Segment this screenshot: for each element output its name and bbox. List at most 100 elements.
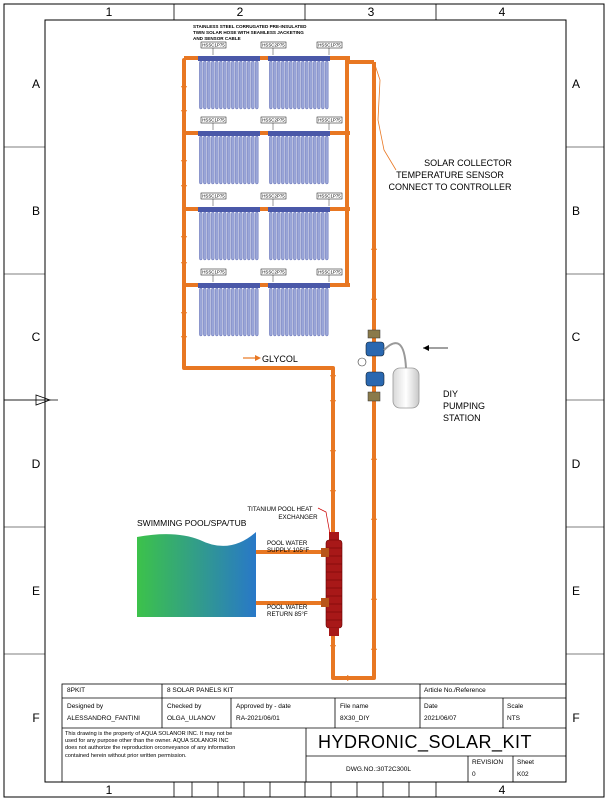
panel-tag-text: HSSC1P75 (318, 43, 341, 48)
glycol-arrow (243, 355, 261, 361)
flow-arrows (181, 86, 377, 681)
kit-description: 8 SOLAR PANELS KIT (167, 687, 234, 694)
collector-tube (251, 135, 255, 185)
row-label-right-d: D (572, 457, 581, 471)
solar-collector-r3-p1 (198, 207, 260, 261)
collector-tube (305, 60, 309, 110)
collector-tube (301, 211, 305, 261)
collector-tube (251, 211, 255, 261)
collector-tube (255, 135, 259, 185)
collector-tube (313, 287, 317, 337)
collector-tube (227, 60, 231, 110)
collector-tube (203, 211, 207, 261)
designed-by-label: Designed by (67, 703, 104, 710)
collector-tube (199, 60, 203, 110)
row-label-right-a: A (572, 77, 580, 91)
collector-tube (255, 287, 259, 337)
collector-tube (239, 60, 243, 110)
collector-tube (227, 135, 231, 185)
col-label-top-4: 4 (499, 5, 506, 19)
row-label-right-f: F (572, 711, 579, 725)
panel-tag-text: HSSC2P75 (262, 270, 285, 275)
checked-by-label: Checked by (167, 703, 202, 710)
panel-tag-r2-1: HSSC1P75 (200, 116, 227, 130)
collector-tube (207, 211, 211, 261)
collector-tube (243, 135, 247, 185)
centering-arrow (4, 394, 58, 406)
panel-tag-text: HSSC2P75 (262, 118, 285, 123)
collector-tube (199, 135, 203, 185)
heat-exchanger-label: TITANIUM POOL HEAT EXCHANGER (247, 506, 318, 521)
disclaimer-line-4: contained herein without prior written p… (65, 752, 187, 759)
collector-tube (325, 211, 329, 261)
disclaimer-line-3: does not authorize the reproduction orco… (65, 745, 236, 752)
solar-collectors (198, 56, 330, 337)
hose-note-line-2: TWIN SOLAR HOSE WITH SEAMLESS JACKETING (193, 30, 304, 35)
collector-tube (223, 211, 227, 261)
column-labels: 1 2 3 4 1 4 (106, 5, 506, 797)
disclaimer-line-2: used for any purpose other than the owne… (65, 738, 229, 745)
sensor-note-line-1: SOLAR COLLECTOR (424, 158, 512, 168)
collector-tube (223, 60, 227, 110)
collector-tube (219, 211, 223, 261)
sheet-value: K02 (517, 771, 529, 778)
disclaimer-line-1: This drawing is the property of AQUA SOL… (65, 731, 233, 737)
glycol-label: GLYCOL (262, 354, 298, 364)
collector-tube (273, 211, 277, 261)
panel-tag-r3-2: HSSC2P75 (260, 192, 287, 206)
collector-tube (243, 211, 247, 261)
col-label-bottom-4: 4 (499, 783, 506, 797)
collector-tube (313, 60, 317, 110)
revision-label: REVISION (472, 759, 504, 766)
collector-tube (269, 211, 273, 261)
pump-lower (365, 371, 385, 387)
drawing-title: HYDRONIC_SOLAR_KIT (318, 732, 532, 753)
panel-tag-text: HSSC2P75 (262, 43, 285, 48)
sensor-cable (373, 61, 397, 171)
row-label-left-e: E (32, 584, 40, 598)
collector-tube (289, 211, 293, 261)
collector-tube (203, 60, 207, 110)
panel-tag-r4-3: HSSC1P75 (316, 268, 343, 282)
collector-tube (247, 287, 251, 337)
valve-bottom (367, 391, 381, 402)
panel-tag-r4-1: HSSC1P75 (200, 268, 227, 282)
collector-tube (321, 135, 325, 185)
pool-return-line-2: RETURN 85°F (267, 611, 308, 618)
panel-tag-r1-2: HSSC2P75 (260, 41, 287, 55)
panel-tag-text: HSSC1P75 (202, 43, 225, 48)
scale-label: Scale (507, 703, 524, 710)
collector-tube (285, 60, 289, 110)
collector-tube (297, 287, 301, 337)
collector-tube (219, 60, 223, 110)
collector-tube (317, 135, 321, 185)
collector-tube (223, 135, 227, 185)
collector-tube (239, 211, 243, 261)
revision-value: 0 (472, 771, 476, 778)
gauge (357, 357, 367, 367)
collector-tube (227, 211, 231, 261)
col-label-top-3: 3 (368, 5, 375, 19)
collector-tube (309, 287, 313, 337)
collector-tube (231, 287, 235, 337)
solar-collector-r4-p1 (198, 283, 260, 337)
collector-tube (203, 287, 207, 337)
collector-tube (231, 60, 235, 110)
collector-tube (255, 60, 259, 110)
collector-tube (247, 135, 251, 185)
collector-tube (301, 60, 305, 110)
sheet-label: Sheet (517, 759, 534, 766)
title-block-grid (61, 683, 567, 783)
collector-tube (235, 211, 239, 261)
collector-tube (289, 60, 293, 110)
pool-water (137, 532, 256, 617)
pumping-station-label: DIY PUMPING STATION (443, 389, 485, 423)
collector-tube (297, 211, 301, 261)
collector-tube (325, 135, 329, 185)
collector-tube (277, 135, 281, 185)
return-pipe-bottom (331, 420, 376, 680)
collector-tube (199, 287, 203, 337)
collector-tube (305, 211, 309, 261)
